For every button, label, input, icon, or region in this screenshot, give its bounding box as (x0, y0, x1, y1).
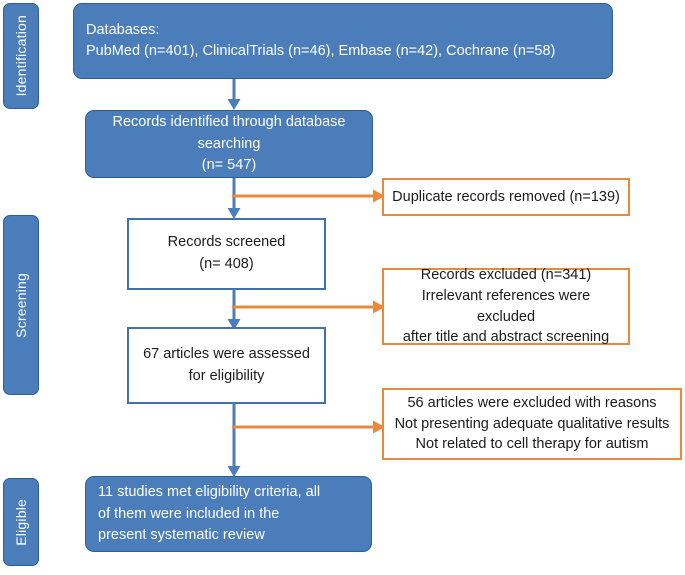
node-studies-included-line-2: of them were included in the (98, 505, 280, 522)
node-records-identified-line-2: searching (197, 135, 261, 152)
node-databases: Databases: PubMed (n=401), ClinicalTrial… (73, 3, 613, 79)
node-records-excluded-line-1: Records excluded (n=341) (420, 267, 592, 284)
node-records-identified: Records identified through database sear… (85, 110, 373, 178)
node-records-screened: Records screened (n= 408) (127, 218, 326, 290)
node-duplicates-removed-line-1: Duplicate records removed (n=139) (392, 188, 620, 205)
stage-label-screening: Screening (3, 215, 39, 395)
node-records-excluded-line-3: after title and abstract screening (402, 329, 610, 346)
stage-label-eligible: Eligible (3, 478, 39, 566)
node-records-excluded-line-2: Irrelevant references were excluded (421, 287, 591, 325)
arrow-records-identified-to-records-screened (224, 178, 244, 220)
stage-label-identification: Identification (3, 3, 39, 109)
stage-label-eligible-text: Eligible (13, 498, 29, 546)
node-records-identified-line-3: (n= 547) (201, 156, 257, 173)
node-articles-excluded-line-3: Not related to cell therapy for autism (415, 436, 649, 453)
node-articles-excluded: 56 articles were excluded with reasons N… (382, 388, 682, 460)
arrow-records-screened-to-articles-assessed (224, 289, 244, 331)
node-databases-line-2: PubMed (n=401), ClinicalTrials (n=46), E… (86, 43, 556, 59)
node-databases-line-1: Databases: (86, 21, 160, 38)
node-duplicates-removed: Duplicate records removed (n=139) (382, 178, 630, 216)
stage-label-identification-text: Identification (13, 15, 29, 97)
stage-label-screening-text: Screening (13, 272, 29, 338)
node-records-identified-line-1: Records identified through database (112, 114, 346, 131)
node-records-excluded: Records excluded (n=341) Irrelevant refe… (382, 267, 630, 346)
arrow-databases-to-records-identified (224, 79, 244, 111)
arrow-articles-assessed-to-studies-included (224, 403, 244, 478)
node-articles-assessed: 67 articles were assessed for eligibilit… (127, 327, 326, 404)
arrow-to-duplicates-removed (232, 186, 387, 206)
node-records-screened-line-2: (n= 408) (199, 256, 254, 272)
arrow-to-articles-excluded (232, 417, 387, 437)
node-articles-assessed-line-1: 67 articles were assessed (143, 345, 310, 362)
node-studies-included-line-3: present systematic review (98, 526, 265, 543)
node-studies-included: 11 studies met eligibility criteria, all… (85, 476, 372, 552)
node-articles-assessed-line-2: for eligibility (188, 367, 265, 384)
node-studies-included-line-1: 11 studies met eligibility criteria, all (98, 484, 321, 501)
node-articles-excluded-line-2: Not presenting adequate qualitative resu… (394, 415, 670, 432)
node-articles-excluded-line-1: 56 articles were excluded with reasons (407, 395, 657, 412)
node-records-screened-line-1: Records screened (167, 234, 286, 251)
arrow-to-records-excluded (232, 297, 387, 317)
